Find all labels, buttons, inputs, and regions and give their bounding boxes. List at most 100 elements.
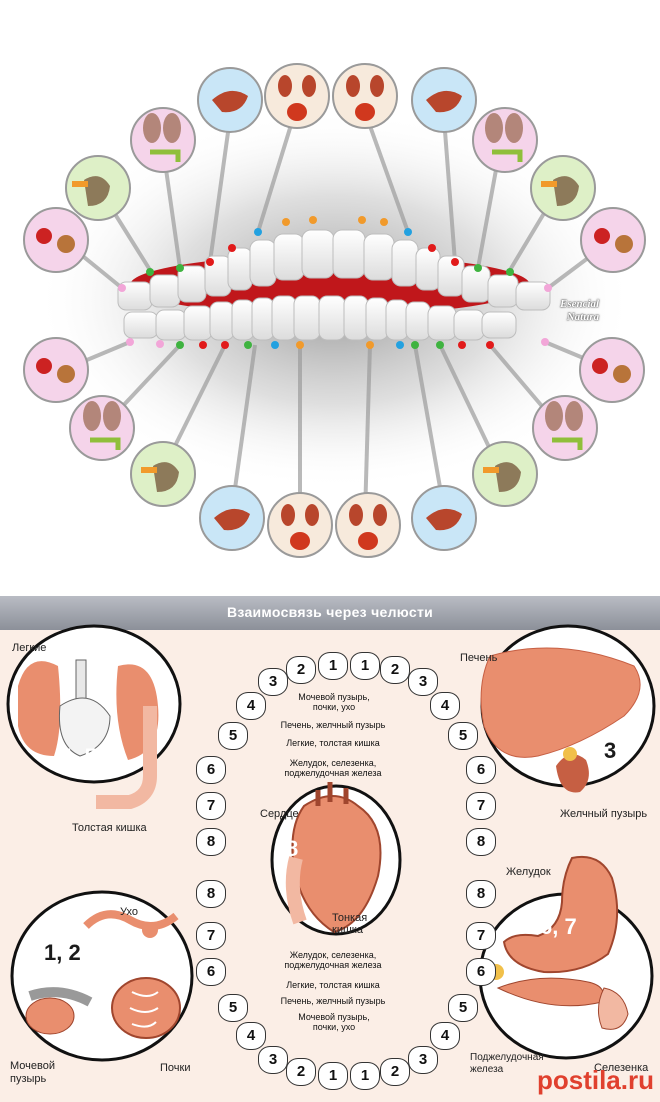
upper-tooth-11: 3: [408, 668, 438, 696]
lower-tooth-number: 7: [476, 927, 486, 944]
teeth-organ-illustration: Esencial Natura: [23, 63, 646, 558]
upper-tooth-number: 8: [476, 833, 486, 850]
upper-tooth-4: 5: [218, 722, 248, 750]
upper-tooth-number: 2: [296, 661, 306, 678]
lower-tooth-number: 5: [458, 999, 468, 1016]
upper-tooth-number: 6: [476, 761, 486, 778]
liver-illustration: [480, 647, 641, 793]
lower-tooth-number: 2: [296, 1063, 306, 1080]
logo-suffix: .ru: [620, 1065, 654, 1095]
colon-label: Толстая кишка: [72, 822, 147, 834]
upper-label-bladder-2: почки, ухо: [312, 702, 356, 712]
upper-tooth-number: 7: [476, 797, 486, 814]
upper-tooth-9: 1: [350, 652, 380, 680]
upper-tooth-1: 8: [196, 828, 226, 856]
lower-teeth: [123, 295, 517, 341]
lower-dots: [126, 338, 549, 349]
lower-tooth-number: 6: [476, 963, 486, 980]
lower-tooth-number: 4: [246, 1027, 256, 1044]
upper-tooth-number: 5: [228, 727, 238, 744]
lower-tooth-number: 5: [228, 999, 238, 1016]
lower-tooth-5: 4: [236, 1022, 266, 1050]
lower-tooth-3: 6: [196, 958, 226, 986]
diagram-title-bar: Взаимосвязь через челюсти: [0, 596, 660, 630]
pancreas-label: Поджелудочная железа: [470, 1052, 544, 1076]
kidneys-number: 1, 2: [44, 940, 81, 965]
ear-label: Ухо: [120, 906, 138, 918]
upper-tooth-number: 7: [206, 797, 216, 814]
spleen-label: Селезенка: [594, 1062, 649, 1074]
lower-tooth-number: 1: [360, 1067, 370, 1084]
lower-tooth-number: 3: [268, 1051, 278, 1068]
lower-label-liver: Печень, желчный пузырь: [280, 996, 386, 1006]
upper-tooth-13: 5: [448, 722, 478, 750]
lower-tooth-number: 8: [206, 885, 216, 902]
jaw-relationship-diagram: Взаимосвязь через челюсти: [0, 596, 660, 1102]
small-intestine-label: Тонкая кишка: [332, 912, 367, 936]
lower-tooth-14: 6: [466, 958, 496, 986]
lungs-label: Легкие: [12, 642, 47, 654]
upper-label-stomach: Желудок, селезенка, поджелудочная железа: [268, 758, 398, 778]
diagram-svg: [6, 624, 656, 1062]
upper-teeth: [117, 229, 551, 311]
upper-tooth-number: 1: [360, 657, 370, 674]
organ-glyphs: [36, 75, 633, 550]
stomach-label: Желудок: [506, 866, 551, 878]
upper-tooth-6: 3: [258, 668, 288, 696]
upper-tooth-number: 8: [206, 833, 216, 850]
lower-label-stomach: Желудок, селезенка, поджелудочная железа: [268, 950, 398, 970]
lungs-number: 4, 5: [60, 744, 97, 769]
lower-label-stomach-2: поджелудочная железа: [284, 960, 382, 970]
lower-tooth-8: 1: [318, 1062, 348, 1090]
upper-tooth-16: 8: [466, 828, 496, 856]
upper-tooth-number: 3: [268, 673, 278, 690]
lower-tooth-6: 3: [258, 1046, 288, 1074]
heart-number: 8: [286, 836, 299, 861]
upper-label-stomach-1: Желудок, селезенка,: [289, 758, 377, 768]
lower-tooth-number: 1: [328, 1067, 338, 1084]
upper-tooth-3: 6: [196, 756, 226, 784]
heart-label: Сердце: [260, 808, 299, 820]
lower-tooth-10: 2: [380, 1058, 410, 1086]
watermark-line2: Natura: [566, 311, 600, 323]
lower-label-bladder: Мочевой пузырь, почки, ухо: [282, 1012, 386, 1032]
upper-tooth-2: 7: [196, 792, 226, 820]
lower-tooth-16: 8: [466, 880, 496, 908]
upper-tooth-5: 4: [236, 692, 266, 720]
lower-label-bladder-1: Мочевой пузырь,: [298, 1012, 370, 1022]
upper-tooth-10: 2: [380, 656, 410, 684]
liver-number: 3: [604, 738, 617, 763]
small-intestine-line1: Тонкая: [332, 912, 368, 924]
lower-tooth-number: 3: [418, 1051, 428, 1068]
bladder-line2: пузырь: [10, 1073, 47, 1085]
diagram-title: Взаимосвязь через челюсти: [226, 604, 434, 620]
bladder-label: Мочевой пузырь: [10, 1060, 55, 1086]
pancreas-line1: Поджелудочная: [470, 1052, 544, 1063]
upper-label-stomach-2: поджелудочная железа: [284, 768, 382, 778]
lower-tooth-2: 7: [196, 922, 226, 950]
watermark-line1: Esencial: [560, 298, 600, 310]
lower-tooth-7: 2: [286, 1058, 316, 1086]
upper-label-liver: Печень, желчный пузырь: [280, 720, 386, 730]
upper-tooth-12: 4: [430, 692, 460, 720]
lower-tooth-number: 8: [476, 885, 486, 902]
lungs-illustration: [18, 659, 159, 809]
bladder-line1: Мочевой: [10, 1060, 55, 1072]
lower-tooth-11: 3: [408, 1046, 438, 1074]
upper-tooth-number: 2: [390, 661, 400, 678]
upper-label-bladder: Мочевой пузырь, почки, ухо: [282, 692, 386, 712]
upper-tooth-number: 4: [440, 697, 450, 714]
kidney-ear-illustration: [25, 910, 181, 1039]
stomach-illustration: [488, 856, 629, 1030]
upper-label-bladder-1: Мочевой пузырь,: [298, 692, 370, 702]
lower-label-bladder-2: почки, ухо: [312, 1022, 356, 1032]
postila-logo: postila.ru: [537, 1065, 654, 1096]
logo-text: postila: [536, 1065, 621, 1095]
watermark: Esencial Natura: [560, 298, 599, 324]
upper-tooth-number: 4: [246, 697, 256, 714]
kidneys-label: Почки: [160, 1062, 191, 1074]
lower-tooth-13: 5: [448, 994, 478, 1022]
lower-tooth-4: 5: [218, 994, 248, 1022]
illustration-svg: [23, 63, 646, 558]
lower-tooth-number: 7: [206, 927, 216, 944]
